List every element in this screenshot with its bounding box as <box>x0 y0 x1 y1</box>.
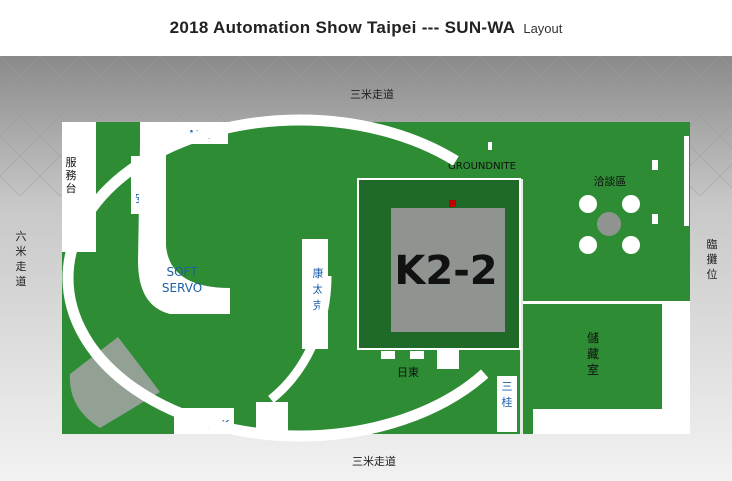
sankei-booth <box>497 376 517 432</box>
right-divider-wall <box>520 179 523 434</box>
aisle-top-label: 三米走道 <box>350 87 394 101</box>
k22-box <box>391 208 505 332</box>
sankei-label: 三桂 <box>502 380 513 409</box>
svg-text:克: 克 <box>313 299 324 312</box>
round-table-icon <box>597 212 621 236</box>
storage-side-wall <box>662 304 690 434</box>
svg-text:室: 室 <box>587 362 599 377</box>
soft-servo-wall <box>138 144 230 314</box>
svg-text:桂: 桂 <box>502 395 513 409</box>
svg-text:道: 道 <box>16 274 27 288</box>
corner-stage <box>69 337 160 428</box>
svg-text:臨: 臨 <box>707 238 718 251</box>
storage-divider <box>523 301 690 304</box>
kontec-label: 康太克 <box>313 266 324 312</box>
page-title: 2018 Automation Show Taipei --- SUN-WA <box>169 18 516 37</box>
nitto-block-2 <box>410 351 424 359</box>
meeting-area-label: 洽談區 <box>594 174 627 188</box>
svg-text:六: 六 <box>16 230 27 243</box>
svg-text:台: 台 <box>66 181 77 195</box>
svg-text:三: 三 <box>502 380 513 393</box>
chair-icon <box>622 195 640 213</box>
svg-text:太: 太 <box>313 283 324 296</box>
page-subtitle: Layout <box>523 20 563 36</box>
nitto-block-3 <box>437 349 459 369</box>
soft-servo-label-2: SERVO <box>162 281 202 295</box>
chair-icon <box>579 195 597 213</box>
groundnite-pole <box>488 142 492 150</box>
aisle-right-label: 臨攤位 <box>707 238 718 281</box>
storage-shelf-bottom <box>533 409 662 434</box>
svg-text:服: 服 <box>66 156 77 169</box>
nitto-block-1 <box>381 351 395 359</box>
svg-text:務: 務 <box>66 168 77 182</box>
outer-arc <box>62 121 332 431</box>
service-desk-label: 服務台 <box>66 156 77 195</box>
title-bar: 2018 Automation Show Taipei --- SUN-WA L… <box>0 0 732 56</box>
aisle-bottom-label: 三米走道 <box>352 454 396 468</box>
svg-text:位: 位 <box>707 267 718 281</box>
nitto-label: 日東 <box>397 366 419 379</box>
groundnite-label: GROUNDNITE <box>448 161 516 172</box>
right-wall <box>684 136 689 226</box>
svg-text:米: 米 <box>16 245 27 258</box>
sweeping-arc <box>62 114 538 442</box>
chair-icon <box>622 236 640 254</box>
chair-icon <box>579 236 597 254</box>
red-marker-icon <box>449 200 456 207</box>
soft-servo-label: SOFT <box>166 265 198 279</box>
svg-text:藏: 藏 <box>587 347 599 361</box>
right-wall-post <box>652 160 658 170</box>
svg-text:儲: 儲 <box>587 331 599 345</box>
k22-label: K2-2 <box>394 248 497 294</box>
svg-text:走: 走 <box>16 260 27 273</box>
svg-text:康: 康 <box>313 266 324 280</box>
svg-text:攤: 攤 <box>707 252 718 266</box>
storage-label: 儲藏室 <box>587 331 599 377</box>
right-wall-post-2 <box>652 214 658 224</box>
